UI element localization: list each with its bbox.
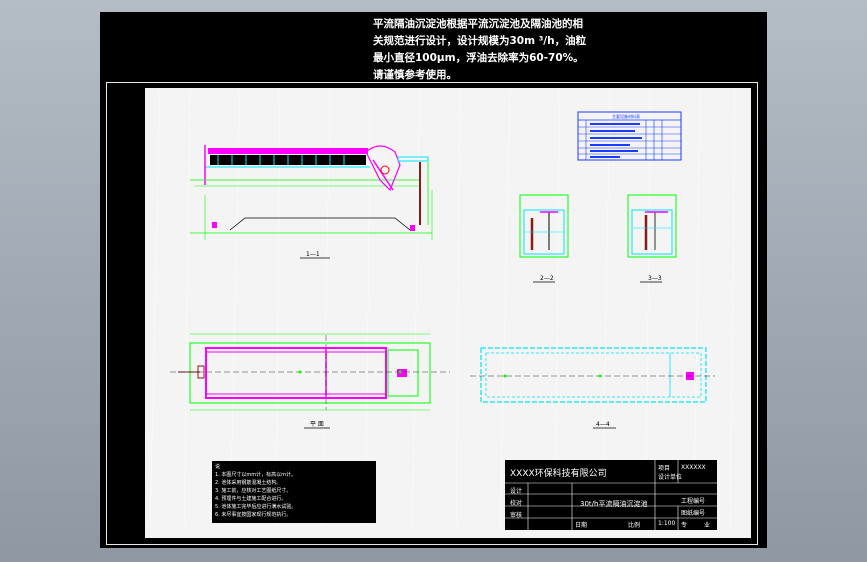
view-label-plan-bottom: 4—4 xyxy=(596,421,610,428)
note-line: 1. 本图尺寸以mm计，标高以m计。 xyxy=(215,472,296,478)
view-label-section-b: 3—3 xyxy=(648,275,662,282)
tb-scale-label: 比例 xyxy=(628,522,641,529)
note-line: 2. 池体采用钢筋混凝土结构。 xyxy=(215,480,282,486)
intro-line: 最小直径100μm，浮油去除率为60-70%。 xyxy=(373,52,584,64)
view-label-elevation: 1—1 xyxy=(306,251,320,258)
equipment-table-title: 主要设备材料表 xyxy=(612,113,640,119)
view-label-plan: 平 面 xyxy=(310,421,324,428)
company-name: XXXX环保科技有限公司 xyxy=(510,469,607,479)
intro-line: 平流隔油沉淀池根据平流沉淀池及隔油池的相 xyxy=(373,18,583,30)
note-line: 3. 施工前，应核对工艺图纸尺寸。 xyxy=(215,488,292,494)
section-view-3 xyxy=(627,194,677,283)
notes-title: 说 xyxy=(215,464,221,470)
tb-project-label: 项目 xyxy=(658,465,671,472)
tb-project-no-label: 工程编号 xyxy=(681,498,706,505)
intro-line: 请谨慎参考使用。 xyxy=(373,69,457,81)
tb-review-label: 审核 xyxy=(510,512,523,519)
tb-major-label: 专 xyxy=(681,522,688,529)
note-line: 6. 未尽事宜按国家现行规范执行。 xyxy=(215,512,292,518)
section-view-2 xyxy=(519,194,569,283)
intro-text: 平流隔油沉淀池根据平流沉淀池及隔油池的相 关规范进行设计，设计规模为30m ³/… xyxy=(373,16,603,84)
tb-check-label: 校对 xyxy=(510,500,523,507)
drawing-name: 30t/h平流隔油沉淀池 xyxy=(580,500,648,508)
tb-major-value: 业 xyxy=(704,522,711,529)
intro-line: 关规范进行设计，设计规模为30m ³/h，油粒 xyxy=(373,35,587,47)
tb-scale-value: 1:100 xyxy=(658,520,676,527)
tb-unit-label: 设计单位 xyxy=(658,474,683,481)
elevation-view xyxy=(190,145,433,259)
title-block xyxy=(505,460,717,530)
tb-date-label: 日期 xyxy=(575,522,588,529)
view-label-section-a: 2—2 xyxy=(540,275,554,282)
note-line: 5. 池体施工完毕后应进行满水试验。 xyxy=(215,504,297,510)
plan-view-4 xyxy=(470,347,715,429)
note-line: 4. 预埋件与土建施工配合进行。 xyxy=(215,496,287,502)
notes-block: 说 1. 本图尺寸以mm计，标高以m计。 2. 池体采用钢筋混凝土结构。 3. … xyxy=(212,461,376,523)
inner-frame xyxy=(106,82,758,545)
tb-project-value: XXXXXX xyxy=(681,464,706,471)
tb-design-label: 设计 xyxy=(510,488,523,495)
equipment-table xyxy=(577,111,682,161)
plan-view xyxy=(170,333,450,429)
tb-drawing-no-label: 图纸编号 xyxy=(681,510,706,517)
sheet-texture xyxy=(149,89,736,531)
